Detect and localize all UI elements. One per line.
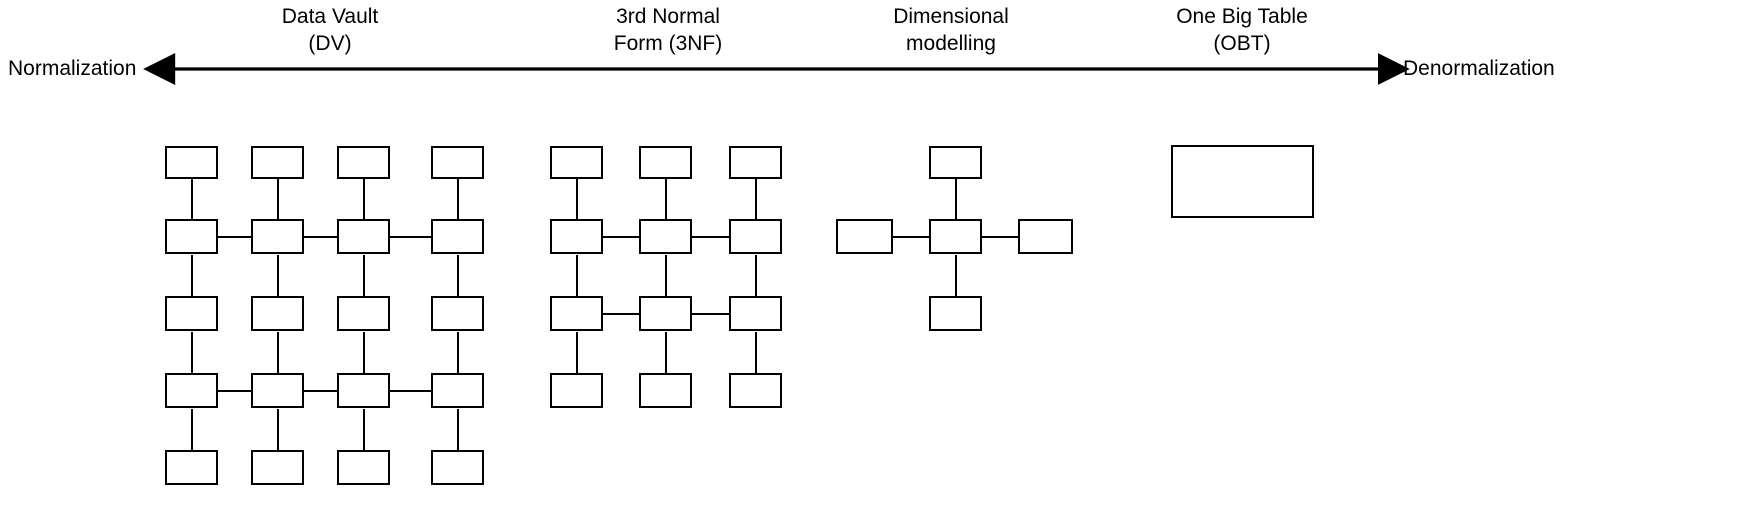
dv-edge-v	[363, 255, 366, 297]
dv-node	[337, 373, 390, 408]
dv-edge-v	[277, 255, 280, 297]
stage-label-data-vault: Data Vault (DV)	[281, 5, 379, 55]
dv-node	[251, 373, 304, 408]
dv-node	[251, 296, 304, 331]
tnf-edge-v	[576, 178, 579, 220]
tnf-edge-h	[602, 313, 640, 316]
dv-node	[337, 146, 390, 179]
dim-node-left	[836, 219, 893, 254]
dim-node-top	[929, 146, 982, 179]
obt-node	[1171, 145, 1314, 218]
axis-label-normalization: Normalization	[8, 57, 137, 80]
tnf-node	[639, 296, 692, 331]
dv-edge-h	[303, 390, 338, 393]
dv-node	[251, 146, 304, 179]
tnf-edge-v	[665, 332, 668, 374]
dv-edge-v	[363, 332, 366, 374]
dim-edge-h-left	[892, 236, 930, 239]
stage-label-dimensional-modelling: Dimensional modelling	[893, 5, 1009, 55]
dv-edge-h	[303, 236, 338, 239]
tnf-node	[550, 373, 603, 408]
tnf-node	[639, 146, 692, 179]
tnf-edge-v	[755, 255, 758, 297]
dv-edge-v	[457, 332, 460, 374]
tnf-node	[729, 296, 782, 331]
tnf-edge-v	[755, 178, 758, 220]
tnf-edge-v	[576, 332, 579, 374]
dv-edge-h	[389, 236, 432, 239]
dv-edge-v	[191, 178, 194, 220]
dv-node	[337, 219, 390, 254]
tnf-edge-h	[602, 236, 640, 239]
dv-edge-v	[277, 332, 280, 374]
dv-edge-v	[363, 409, 366, 451]
tnf-node	[729, 219, 782, 254]
dv-node	[431, 450, 484, 485]
axis-label-denormalization: Denormalization	[1403, 57, 1555, 80]
tnf-node	[639, 373, 692, 408]
dim-node-bottom	[929, 296, 982, 331]
dv-node	[431, 146, 484, 179]
dv-edge-v	[277, 409, 280, 451]
dim-edge-v-top	[955, 178, 958, 220]
tnf-edge-v	[665, 178, 668, 220]
dv-node	[431, 373, 484, 408]
dv-node	[431, 296, 484, 331]
dim-node-center	[929, 219, 982, 254]
tnf-edge-v	[576, 255, 579, 297]
dv-edge-v	[457, 178, 460, 220]
tnf-edge-h	[691, 313, 729, 316]
stage-label-one-big-table: One Big Table (OBT)	[1176, 5, 1308, 55]
dv-node	[431, 219, 484, 254]
dv-edge-v	[191, 409, 194, 451]
dim-edge-h-right	[981, 236, 1019, 239]
dv-edge-h	[389, 390, 432, 393]
dv-node	[165, 146, 218, 179]
stage-label-third-normal-form: 3rd Normal Form (3NF)	[613, 5, 723, 55]
dv-node	[337, 296, 390, 331]
dv-edge-h	[217, 390, 252, 393]
dv-edge-v	[191, 332, 194, 374]
dv-node	[165, 296, 218, 331]
dv-node	[165, 219, 218, 254]
tnf-node	[550, 219, 603, 254]
tnf-node	[729, 373, 782, 408]
dv-node	[165, 373, 218, 408]
dim-node-right	[1018, 219, 1073, 254]
tnf-edge-v	[755, 332, 758, 374]
dv-edge-v	[457, 255, 460, 297]
dv-node	[251, 219, 304, 254]
dv-node	[251, 450, 304, 485]
dim-edge-v-bottom	[955, 255, 958, 297]
tnf-edge-v	[665, 255, 668, 297]
tnf-node	[550, 296, 603, 331]
dv-edge-v	[277, 178, 280, 220]
tnf-node	[639, 219, 692, 254]
tnf-node	[729, 146, 782, 179]
dv-edge-h	[217, 236, 252, 239]
tnf-node	[550, 146, 603, 179]
tnf-edge-h	[691, 236, 729, 239]
dv-edge-v	[191, 255, 194, 297]
dv-edge-v	[363, 178, 366, 220]
dv-node	[165, 450, 218, 485]
dv-node	[337, 450, 390, 485]
dv-edge-v	[457, 409, 460, 451]
